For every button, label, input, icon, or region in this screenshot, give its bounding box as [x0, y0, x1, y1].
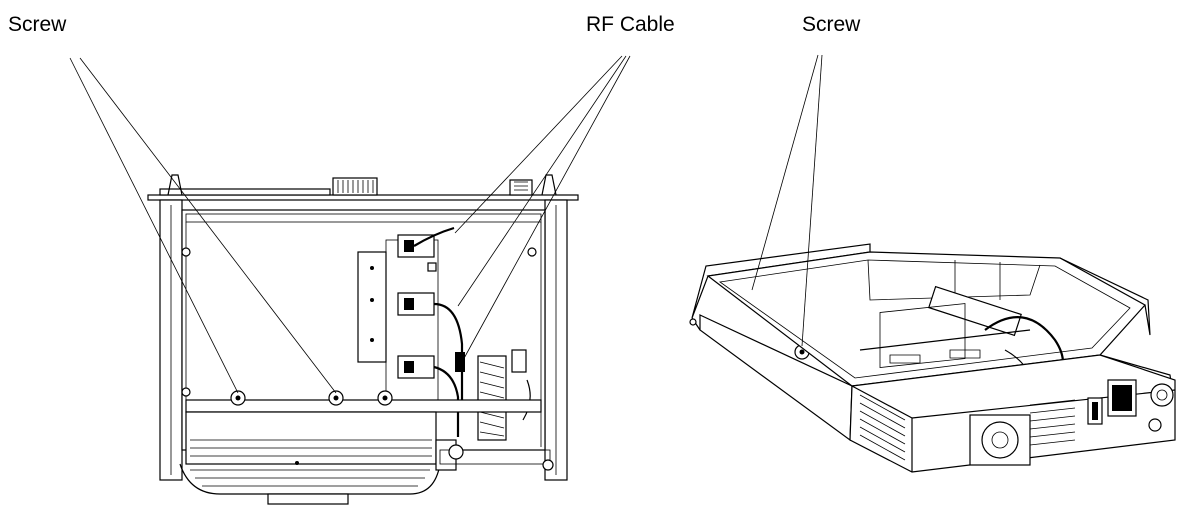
leader-lines-screw-right	[751, 54, 823, 347]
screw-2	[328, 390, 344, 406]
callout-rf-cable: RF Cable	[586, 13, 675, 36]
screw-1	[230, 390, 246, 406]
ribbon-cable	[477, 355, 507, 441]
heatsink-fins	[859, 394, 1076, 461]
rf-connector-upper	[397, 226, 455, 258]
chassis-top-view	[147, 174, 579, 505]
rf-connector-middle	[397, 292, 464, 404]
leader-lines-rf-cable	[454, 55, 631, 363]
leader-lines-screw-left	[69, 57, 337, 394]
chassis-isometric-view	[689, 243, 1176, 473]
fan-icon	[969, 414, 1031, 466]
callout-screw-left: Screw	[8, 13, 67, 36]
callout-screw-right: Screw	[802, 13, 861, 36]
rf-connector-lower	[397, 355, 460, 437]
screw-3	[377, 390, 393, 406]
